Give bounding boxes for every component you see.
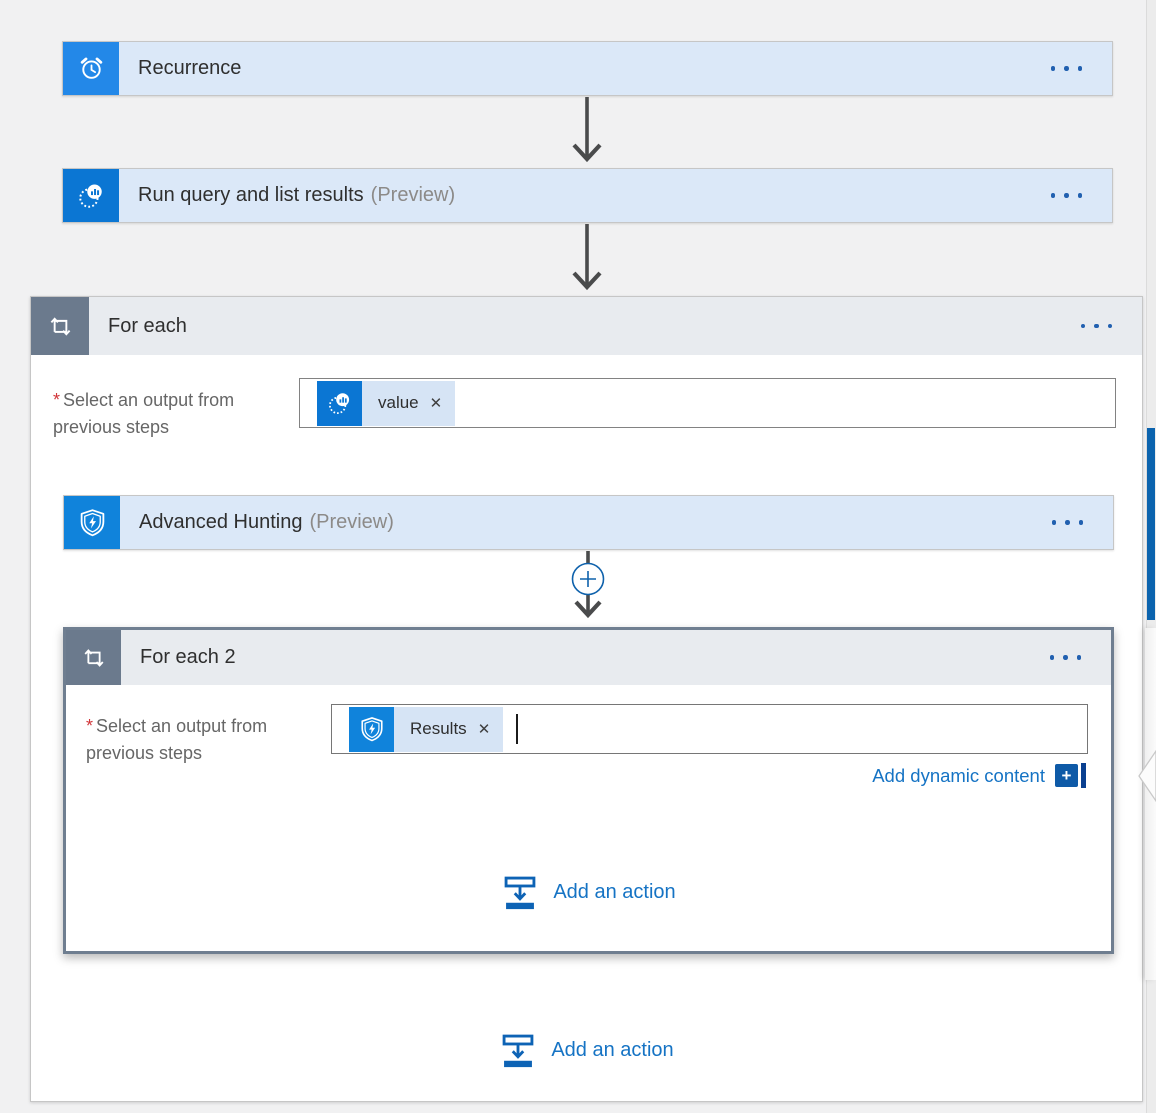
token-label: value (378, 393, 419, 412)
advanced-hunting-more-menu-button[interactable] (1040, 496, 1114, 549)
insert-step-plus-button[interactable] (571, 562, 605, 596)
for-each-body: *Select an output from previous steps (31, 355, 1142, 1103)
run-query-more-menu-button[interactable] (1039, 169, 1113, 222)
required-asterisk: * (53, 390, 61, 410)
token-remove-icon[interactable]: ✕ (429, 395, 443, 412)
connector-arrow (572, 97, 602, 163)
text-cursor (516, 714, 519, 744)
for-each-2-more-menu-button[interactable] (1038, 630, 1112, 685)
card-recurrence[interactable]: Recurrence (62, 41, 1113, 96)
output-field-label: *Select an output from previous steps (53, 390, 235, 437)
defender-query-icon (317, 380, 362, 426)
card-advanced-hunting[interactable]: Advanced Hunting (Preview) (63, 495, 1114, 550)
defender-query-icon (63, 169, 119, 222)
token-remove-icon[interactable]: ✕ (477, 721, 491, 738)
for-each-2-body: *Select an output from previous steps (66, 685, 1111, 951)
alarm-clock-icon (63, 42, 119, 95)
for-each-more-menu-button[interactable] (1069, 297, 1143, 355)
dynamic-content-plus-icon[interactable]: + (1055, 764, 1078, 787)
token-value[interactable]: value ✕ (317, 380, 456, 426)
shield-bolt-icon (349, 706, 394, 752)
flyout-cursor (1081, 763, 1086, 788)
loop-icon (66, 630, 121, 685)
add-action-button-inner[interactable]: Add an action (66, 873, 1111, 911)
vertical-scrollbar-track[interactable] (1146, 0, 1156, 1113)
token-results[interactable]: Results ✕ (349, 706, 504, 752)
for-each-2-output-input[interactable]: Results ✕ (331, 704, 1088, 754)
output-field-label: *Select an output from previous steps (86, 716, 268, 763)
for-each-output-input[interactable]: value ✕ (299, 378, 1116, 428)
connector-arrow (572, 224, 602, 291)
scope-for-each: For each *Select an output from previous… (30, 296, 1143, 1102)
loop-icon (31, 297, 89, 355)
preview-tag: (Preview) (370, 184, 456, 206)
scope-for-each-2: For each 2 *Select an output from previo… (63, 627, 1114, 954)
scope-title: For each 2 (140, 646, 236, 668)
recurrence-more-menu-button[interactable] (1039, 42, 1113, 95)
for-each-2-header[interactable]: For each 2 (66, 630, 1111, 685)
card-title: Advanced Hunting (Preview) (139, 511, 394, 533)
dynamic-content-flyout-edge (1145, 628, 1156, 980)
add-action-button-outer[interactable]: Add an action (31, 1031, 1142, 1069)
token-label: Results (410, 719, 467, 738)
add-action-icon (502, 1034, 534, 1068)
add-action-icon (504, 876, 536, 910)
preview-tag: (Preview) (309, 511, 394, 533)
for-each-header[interactable]: For each (31, 297, 1142, 355)
add-dynamic-content-button[interactable]: Add dynamic content + (872, 763, 1086, 788)
card-title: Run query and list results (Preview) (138, 184, 456, 206)
card-run-query[interactable]: Run query and list results (Preview) (62, 168, 1113, 223)
card-title: Recurrence (138, 57, 242, 79)
vertical-scrollbar-thumb[interactable] (1147, 428, 1155, 620)
scope-title: For each (108, 314, 187, 337)
shield-bolt-icon (64, 496, 120, 549)
required-asterisk: * (86, 716, 94, 736)
flyout-collapse-chevron-icon[interactable] (1136, 750, 1156, 802)
